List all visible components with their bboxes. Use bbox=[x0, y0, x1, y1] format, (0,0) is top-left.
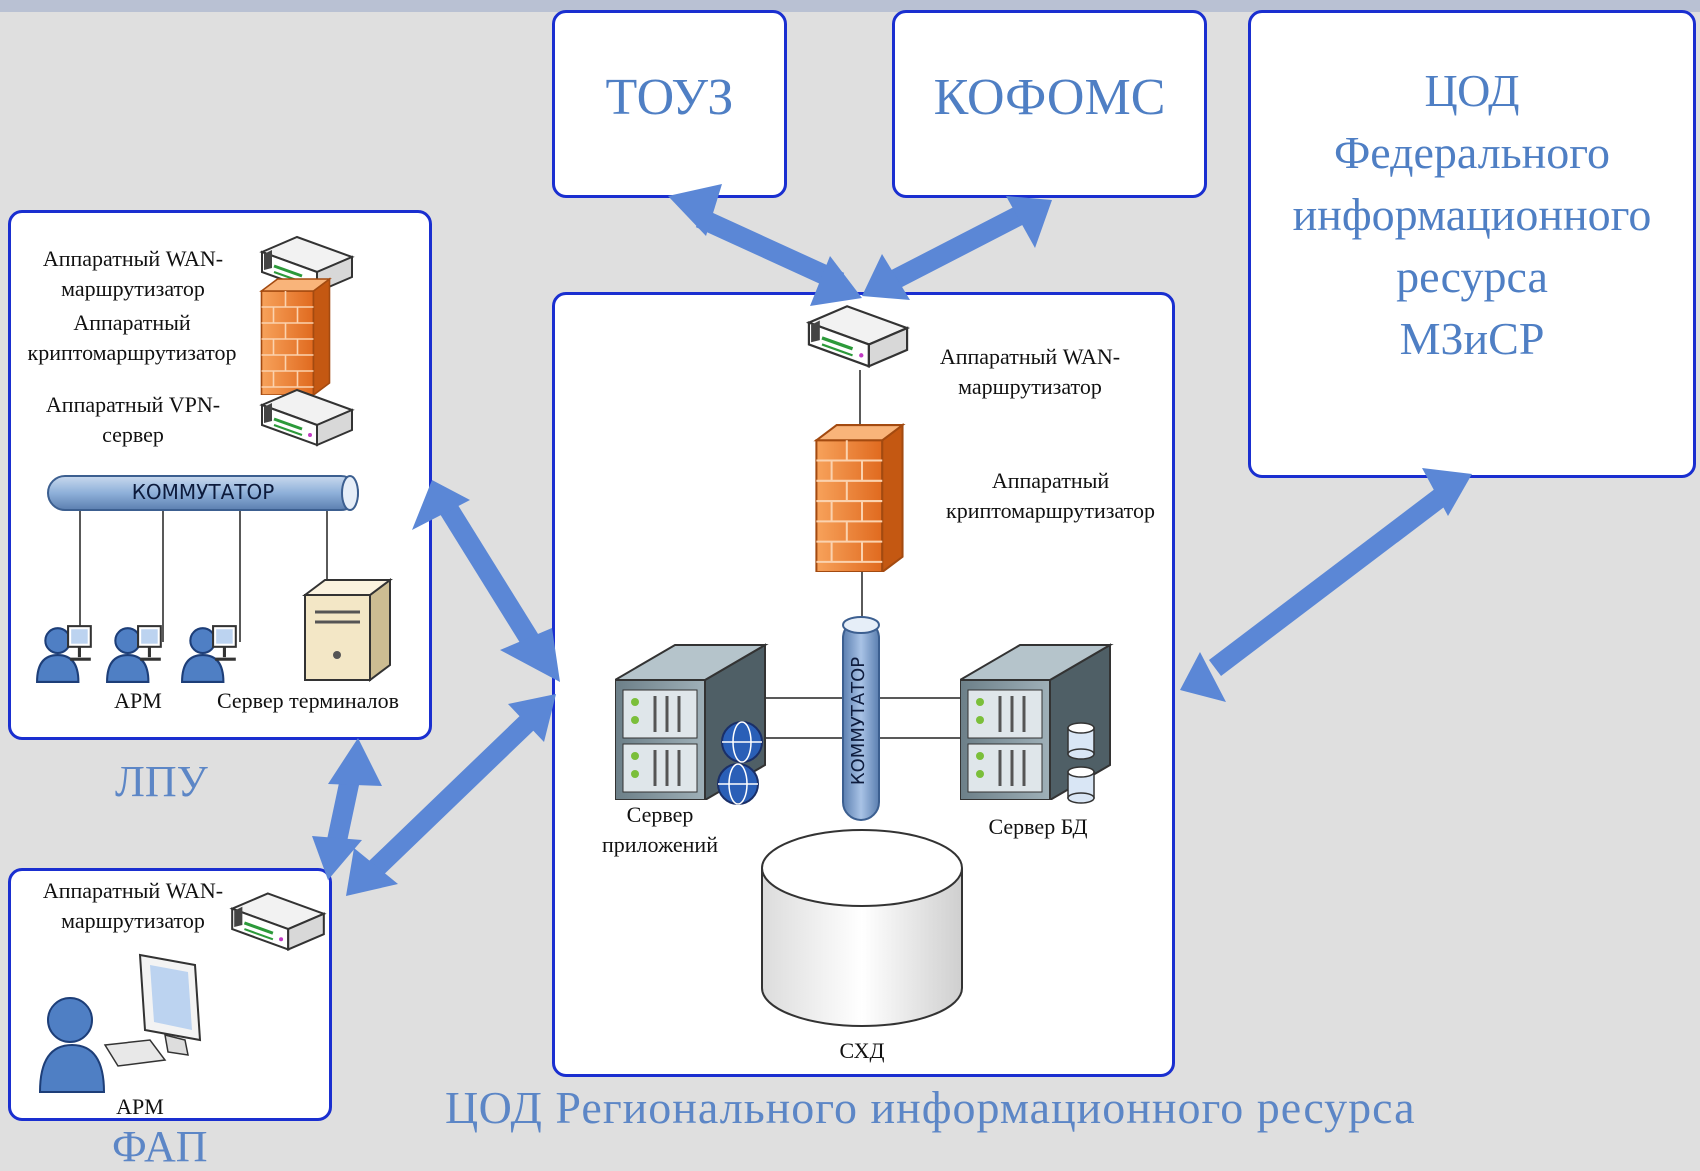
lpu-caption: ЛПУ bbox=[115, 757, 208, 806]
lpu-crypto-router-line-1: Аппаратный bbox=[73, 310, 191, 335]
lpu-arm-label: АРМ bbox=[114, 688, 162, 713]
terminal-server-icon bbox=[302, 578, 393, 682]
touz-label: ТОУЗ bbox=[605, 69, 734, 126]
lpu-user-icon-3 bbox=[180, 624, 238, 684]
regional-crypto-router-line-1: Аппаратный bbox=[991, 468, 1110, 493]
lpu-crypto-router-line-2: криптомаршрутизатор bbox=[27, 340, 237, 365]
lpu-user-icon-2 bbox=[105, 624, 163, 684]
lpu-vpn-server-line-1: Аппаратный VPN- bbox=[45, 392, 221, 417]
lpu-equipment bbox=[35, 235, 393, 684]
arrow-lpu-fap bbox=[312, 738, 382, 880]
lpu-crypto-router-label: Аппаратный криптомаршрутизатор bbox=[12, 308, 252, 368]
regional-wan-router-icon bbox=[807, 304, 909, 368]
regional-crypto-router-label: Аппаратный криптомаршрутизатор bbox=[928, 466, 1173, 526]
lpu-vpn-server-line-2: сервер bbox=[102, 422, 164, 447]
regional-caption: ЦОД Регионального информационного ресурс… bbox=[445, 1082, 1416, 1133]
lpu-wan-router-line-2: маршрутизатор bbox=[61, 276, 205, 301]
fap-wan-router-line-2: маршрутизатор bbox=[61, 908, 205, 933]
lpu-vpn-server-label: Аппаратный VPN- сервер bbox=[18, 390, 248, 450]
fap-equipment bbox=[38, 891, 326, 1093]
regional-crypto-router-line-2: криптомаршрутизатор bbox=[946, 498, 1155, 523]
arrow-touz-regional bbox=[668, 184, 862, 306]
lpu-wan-router-line-1: Аппаратный WAN- bbox=[42, 246, 224, 271]
regional-switch-label: КОММУТАТОР bbox=[848, 656, 869, 786]
regional-firewall-icon bbox=[815, 423, 904, 572]
fap-workstation-icon bbox=[38, 953, 202, 1093]
storage-cylinder-icon bbox=[761, 829, 963, 1027]
connection-arrows bbox=[312, 184, 1472, 896]
lpu-vpn-router-icon bbox=[260, 388, 354, 447]
regional-wan-router-label: Аппаратный WAN- маршрутизатор bbox=[915, 342, 1145, 402]
cod-federal-line-4: ресурса bbox=[1396, 251, 1548, 302]
regional-equipment bbox=[615, 304, 1112, 1027]
storage-label: СХД bbox=[839, 1038, 885, 1063]
arrow-federal-regional bbox=[1180, 468, 1472, 702]
lpu-user-icon-1 bbox=[35, 624, 93, 684]
lpu-wan-router-label: Аппаратный WAN- маршрутизатор bbox=[18, 244, 248, 304]
arrow-fap-regional bbox=[346, 694, 556, 896]
kofoms-box bbox=[892, 10, 1207, 198]
cod-federal-line-2: Федерального bbox=[1333, 127, 1611, 178]
app-server-label: Сервер приложений bbox=[580, 800, 740, 860]
cod-federal-line-5: МЗиСР bbox=[1399, 313, 1545, 364]
terminal-server-label: Сервер терминалов bbox=[216, 688, 400, 713]
cod-federal-line-1: ЦОД bbox=[1424, 65, 1520, 116]
regional-wan-router-line-2: маршрутизатор bbox=[958, 374, 1102, 399]
fap-caption: ФАП bbox=[112, 1122, 208, 1171]
fap-arm-label: АРМ bbox=[116, 1094, 164, 1119]
globe-icon bbox=[717, 721, 763, 805]
cod-federal-line-3: информационного bbox=[1292, 189, 1652, 240]
kofoms-label: КОФОМС bbox=[933, 69, 1166, 126]
db-server-label: Сервер БД bbox=[988, 814, 1088, 839]
cod-federal-box bbox=[1248, 10, 1696, 478]
cod-federal-label: ЦОД Федерального информационного ресурса… bbox=[1248, 60, 1696, 370]
lpu-switch-label: КОММУТАТОР bbox=[131, 480, 275, 504]
app-server-line-2: приложений bbox=[602, 832, 718, 857]
database-icon bbox=[1067, 722, 1095, 804]
regional-wan-router-line-1: Аппаратный WAN- bbox=[939, 344, 1121, 369]
lpu-firewall-icon bbox=[260, 278, 331, 395]
app-server-line-1: Сервер bbox=[626, 802, 694, 827]
top-bar bbox=[0, 0, 1700, 12]
fap-wan-router-label: Аппаратный WAN- маршрутизатор bbox=[18, 876, 248, 936]
arrow-kofoms-regional bbox=[862, 196, 1052, 300]
arrow-lpu-regional bbox=[412, 480, 560, 682]
fap-wan-router-line-1: Аппаратный WAN- bbox=[42, 878, 224, 903]
